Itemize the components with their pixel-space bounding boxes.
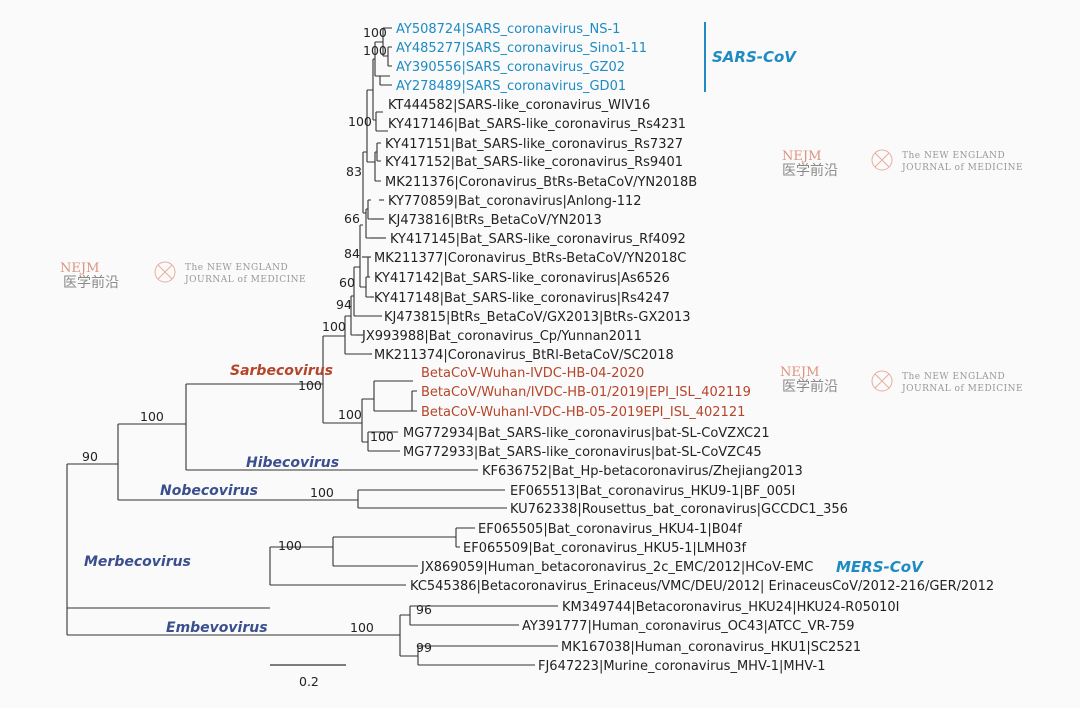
watermark-chinese: 医学前沿 [782, 378, 838, 395]
leaf-label: KJ473815|BtRs_BetaCoV/GX2013|BtRs-GX2013 [384, 310, 690, 325]
leaf-label: KY417142|Bat_SARS-like_coronavirus|As652… [374, 271, 670, 286]
watermark: NEJM 医学前沿 The NEW ENGLAND JOURNAL of MED… [780, 365, 1023, 395]
bootstrap-value: 100 [348, 114, 372, 129]
bootstrap-values: 100 100 100 83 66 84 60 94 100 100 100 1… [82, 25, 432, 655]
leaf-label: KF636752|Bat_Hp-betacoronavirus/Zhejiang… [482, 464, 803, 479]
branch-root [66, 463, 270, 609]
branch-merbecovirus [269, 546, 406, 586]
leaf-label: KC545386|Betacoronavirus_Erinaceus/VMC/D… [410, 579, 994, 594]
leaf-label: EF065513|Bat_coronavirus_HKU9-1|BF_005I [510, 484, 795, 499]
watermark-english: JOURNAL of MEDICINE [901, 163, 1023, 173]
bootstrap-value: 100 [363, 43, 387, 58]
branch-sars-cov [374, 41, 383, 77]
branch-83 [362, 151, 367, 214]
leaf-label: KY417151|Bat_SARS-like_coronavirus_Rs732… [385, 137, 683, 152]
group-label-sars-cov: SARS-CoV [712, 48, 797, 66]
watermark-english: The NEW ENGLAND [902, 372, 1005, 382]
bootstrap-value: 100 [310, 485, 334, 500]
watermark-chinese: 医学前沿 [782, 162, 838, 179]
leaf-label: FJ647223|Murine_coronavirus_MHV-1|MHV-1 [538, 659, 826, 674]
leaf-label: KY770859|Bat_coronavirus|Anlong-112 [388, 194, 642, 209]
leaf-label: MK211376|Coronavirus_BtRs-BetaCoV/YN2018… [385, 175, 697, 190]
bootstrap-value: 83 [346, 164, 362, 179]
branch-sarbeco-hibeco [185, 383, 478, 471]
leaf-label: KU762338|Rousettus_bat_coronavirus|GCCDC… [510, 502, 848, 517]
branch-60 [353, 266, 380, 317]
leaf-label: AY278489|SARS_coronavirus_GD01 [396, 79, 626, 94]
leaf-label: MK211374|Coronavirus_BtRl-BetaCoV/SC2018 [374, 348, 674, 363]
genus-label-embevovirus: Embevovirus [166, 620, 268, 636]
watermark-logo: NEJM [782, 149, 821, 164]
watermark-english: The NEW ENGLAND [902, 151, 1005, 161]
genus-label-merbecovirus: Merbecovirus [84, 554, 191, 570]
leaf-label: EF065509|Bat_coronavirus_HKU5-1|LMH03f [463, 541, 747, 556]
leaf-label: MK211377|Coronavirus_BtRs-BetaCoV/YN2018… [374, 251, 686, 266]
watermark-english: JOURNAL of MEDICINE [901, 384, 1023, 394]
leaf-label: MG772933|Bat_SARS-like_coronavirus|bat-S… [403, 445, 762, 460]
leaf-label: KJ473816|BtRs_BetaCoV/YN2013 [388, 213, 602, 228]
bootstrap-value: 100 [278, 538, 302, 553]
bootstrap-value: 96 [416, 602, 432, 617]
genus-label-sarbecovirus: Sarbecovirus [230, 363, 333, 379]
scale-bar-label: 0.2 [299, 674, 319, 689]
leaf-label: AY485277|SARS_coronavirus_Sino1-11 [396, 41, 647, 56]
leaf-label: MK167038|Human_coronavirus_HKU1|SC2521 [561, 640, 861, 655]
leaf-label: EF065505|Bat_coronavirus_HKU4-1|B04f [478, 522, 742, 537]
leaf-label: AY391777|Human_coronavirus_OC43|ATCC_VR-… [522, 619, 855, 634]
watermark-english: JOURNAL of MEDICINE [184, 275, 306, 285]
watermark-logo: NEJM [780, 365, 819, 380]
bootstrap-value: 84 [344, 246, 360, 261]
leaf-label: KT444582|SARS-like_coronavirus_WIV16 [388, 98, 650, 113]
leaf-label: KM349744|Betacoronavirus_HKU24|HKU24-R05… [562, 600, 900, 615]
bootstrap-value: 100 [322, 319, 346, 334]
watermark: NEJM 医学前沿 The NEW ENGLAND JOURNAL of MED… [60, 261, 306, 291]
bootstrap-value: 100 [370, 429, 394, 444]
watermark-english: The NEW ENGLAND [185, 263, 288, 273]
bootstrap-value: 94 [336, 297, 352, 312]
leaf-label: AY390556|SARS_coronavirus_GZ02 [396, 60, 625, 75]
branch-sarbecovirus [322, 335, 362, 424]
bootstrap-value: 99 [416, 640, 432, 655]
watermark: NEJM 医学前沿 The NEW ENGLAND JOURNAL of MED… [782, 149, 1023, 179]
watermark-chinese: 医学前沿 [63, 274, 119, 291]
group-label-mers-cov: MERS-CoV [836, 558, 924, 576]
bootstrap-value: 100 [363, 25, 387, 40]
watermark-logo: NEJM [60, 261, 99, 276]
bootstrap-value: 60 [339, 275, 355, 290]
bootstrap-value: 90 [82, 449, 98, 464]
leaf-label: MG772934|Bat_SARS-like_coronavirus|bat-S… [403, 426, 770, 441]
bootstrap-value: 100 [350, 620, 374, 635]
leaf-label: BetaCoV-WuhanI-VDC-HB-05-2019EPI_ISL_402… [421, 405, 745, 420]
bootstrap-value: 100 [298, 378, 322, 393]
bootstrap-value: 100 [338, 407, 362, 422]
branch-84 [359, 224, 366, 288]
branch-wiv16 [366, 89, 375, 163]
bootstrap-value: 100 [140, 409, 164, 424]
genus-label-nobecovirus: Nobecovirus [160, 483, 258, 499]
leaf-label: KY417146|Bat_SARS-like_coronavirus_Rs423… [388, 117, 686, 132]
branch-beta-core [117, 423, 358, 501]
leaf-label: AY508724|SARS_coronavirus_NS-1 [396, 22, 620, 37]
branch-sars-like [344, 315, 369, 355]
leaf-label: BetaCoV/Wuhan/IVDC-HB-01/2019|EPI_ISL_40… [421, 385, 751, 400]
tree-branches [66, 27, 558, 666]
bootstrap-value: 66 [344, 211, 360, 226]
branch-wuhan-outer [361, 398, 374, 443]
leaf-label: KY417152|Bat_SARS-like_coronavirus_Rs940… [385, 155, 683, 170]
leaf-label: BetaCoV-Wuhan-IVDC-HB-04-2020 [421, 366, 644, 381]
genus-label-hibecovirus: Hibecovirus [246, 455, 339, 471]
leaf-label: JX869059|Human_betacoronavirus_2c_EMC/20… [420, 560, 813, 575]
branch-nobecovirus [357, 489, 507, 509]
leaf-label: KY417148|Bat_SARS-like_coronavirus|Rs424… [374, 291, 670, 306]
leaf-label: KY417145|Bat_SARS-like_coronavirus_Rf409… [390, 232, 686, 247]
branch-wuhan [373, 380, 413, 412]
leaf-labels: AY508724|SARS_coronavirus_NS-1 AY485277|… [361, 22, 994, 674]
leaf-label: JX993988|Bat_coronavirus_Cp/Yunnan2011 [361, 329, 642, 344]
